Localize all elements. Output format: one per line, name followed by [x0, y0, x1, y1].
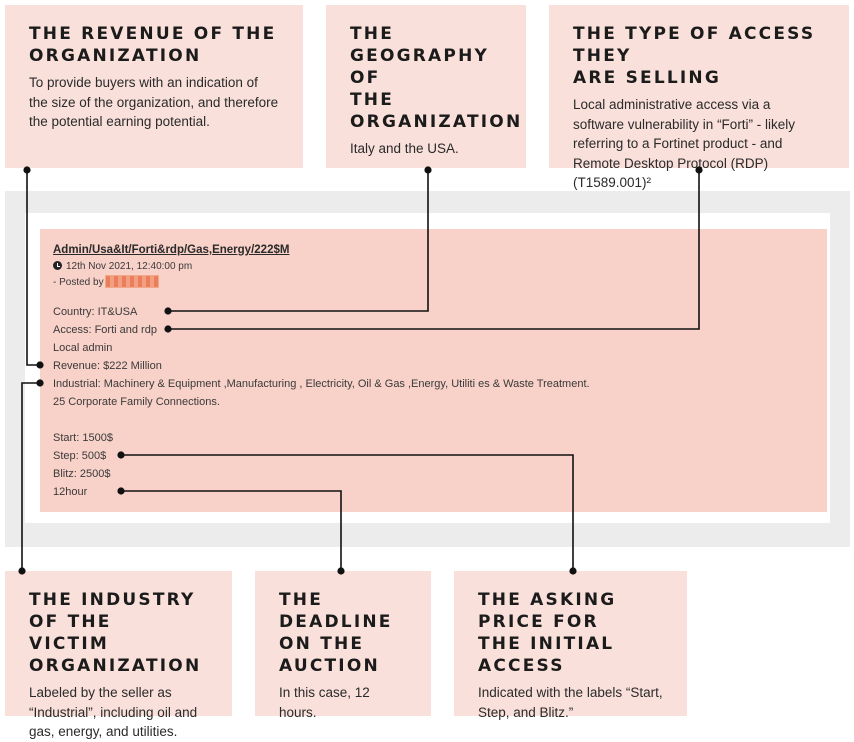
geography-connector-dot-top: [424, 166, 432, 174]
post-access: Access: Forti and rdp: [53, 324, 157, 336]
geography-callout-body: Italy and the USA.: [350, 141, 459, 156]
price-connector: [121, 454, 574, 571]
post-author: - Posted by: [53, 275, 160, 290]
revenue-connector: [26, 170, 40, 366]
industry-callout-title: THE INDUSTRY OF THE VICTIM ORGANIZATION: [29, 590, 202, 676]
revenue-callout: THE REVENUE OF THE ORGANIZATION To provi…: [5, 5, 303, 168]
revenue-connector-dot-top: [23, 166, 31, 174]
price-connector-dot-start: [117, 451, 125, 459]
deadline-connector-dot-start: [117, 487, 125, 495]
deadline-callout: THE DEADLINE ON THE AUCTION In this case…: [255, 571, 431, 720]
industry-connector: [21, 382, 40, 571]
post-title-link[interactable]: Admin/Usa&It/Forti&rdp/Gas,Energy/222$M: [53, 244, 290, 256]
price-callout: THE ASKING PRICE FOR THE INITIAL ACCESS …: [454, 571, 687, 720]
clock-icon: [53, 261, 62, 270]
geography-callout: THE GEOGRAPHY OF THE ORGANIZATION Italy …: [326, 5, 526, 168]
geography-connector: [168, 170, 429, 312]
revenue-connector-dot-end: [36, 361, 44, 369]
deadline-callout-title: THE DEADLINE ON THE AUCTION: [279, 590, 393, 676]
post-date: 12th Nov 2021, 12:40:00 pm: [53, 260, 192, 274]
price-callout-body: Indicated with the labels “Start, Step, …: [478, 685, 663, 720]
post-step-price: Step: 500$: [53, 450, 107, 462]
post-duration: 12hour: [53, 486, 88, 498]
access-connector-dot-end: [164, 325, 172, 333]
geography-connector-dot-end: [164, 307, 172, 315]
post-industrial: Industrial: Machinery & Equipment ,Manuf…: [53, 378, 590, 390]
revenue-callout-title: THE REVENUE OF THE ORGANIZATION: [29, 24, 277, 66]
deadline-connector: [121, 490, 342, 571]
industry-connector-dot-start: [36, 379, 44, 387]
deadline-callout-body: In this case, 12 hours.: [279, 685, 370, 720]
forum-post: [40, 229, 827, 512]
redacted-username: [105, 275, 160, 288]
revenue-callout-body: To provide buyers with an indication of …: [29, 75, 279, 129]
access-connector-dot-top: [695, 166, 703, 174]
post-blitz-price: Blitz: 2500$: [53, 468, 111, 480]
access-callout-title: THE TYPE OF ACCESS THEY ARE SELLING: [573, 24, 816, 88]
post-country: Country: IT&USA: [53, 306, 138, 318]
access-callout: THE TYPE OF ACCESS THEY ARE SELLING Loca…: [549, 5, 849, 190]
geography-callout-title: THE GEOGRAPHY OF THE ORGANIZATION: [350, 24, 523, 132]
connector-lines: [18, 166, 703, 575]
post-start-price: Start: 1500$: [53, 432, 113, 444]
post-revenue: Revenue: $222 Million: [53, 360, 162, 372]
post-local-admin: Local admin: [53, 342, 113, 354]
post-date-text: 12th Nov 2021, 12:40:00 pm: [66, 261, 193, 272]
access-connector: [168, 170, 700, 330]
post-connections: 25 Corporate Family Connections.: [53, 396, 220, 408]
price-connector-dot-end: [569, 567, 577, 575]
posted-by-label: - Posted by: [53, 277, 104, 288]
price-callout-title: THE ASKING PRICE FOR THE INITIAL ACCESS: [478, 590, 617, 676]
industry-callout: THE INDUSTRY OF THE VICTIM ORGANIZATION …: [5, 571, 232, 739]
deadline-connector-dot-end: [337, 567, 345, 575]
access-callout-body: Local administrative access via a softwa…: [573, 97, 796, 190]
industry-connector-dot-end: [18, 567, 26, 575]
